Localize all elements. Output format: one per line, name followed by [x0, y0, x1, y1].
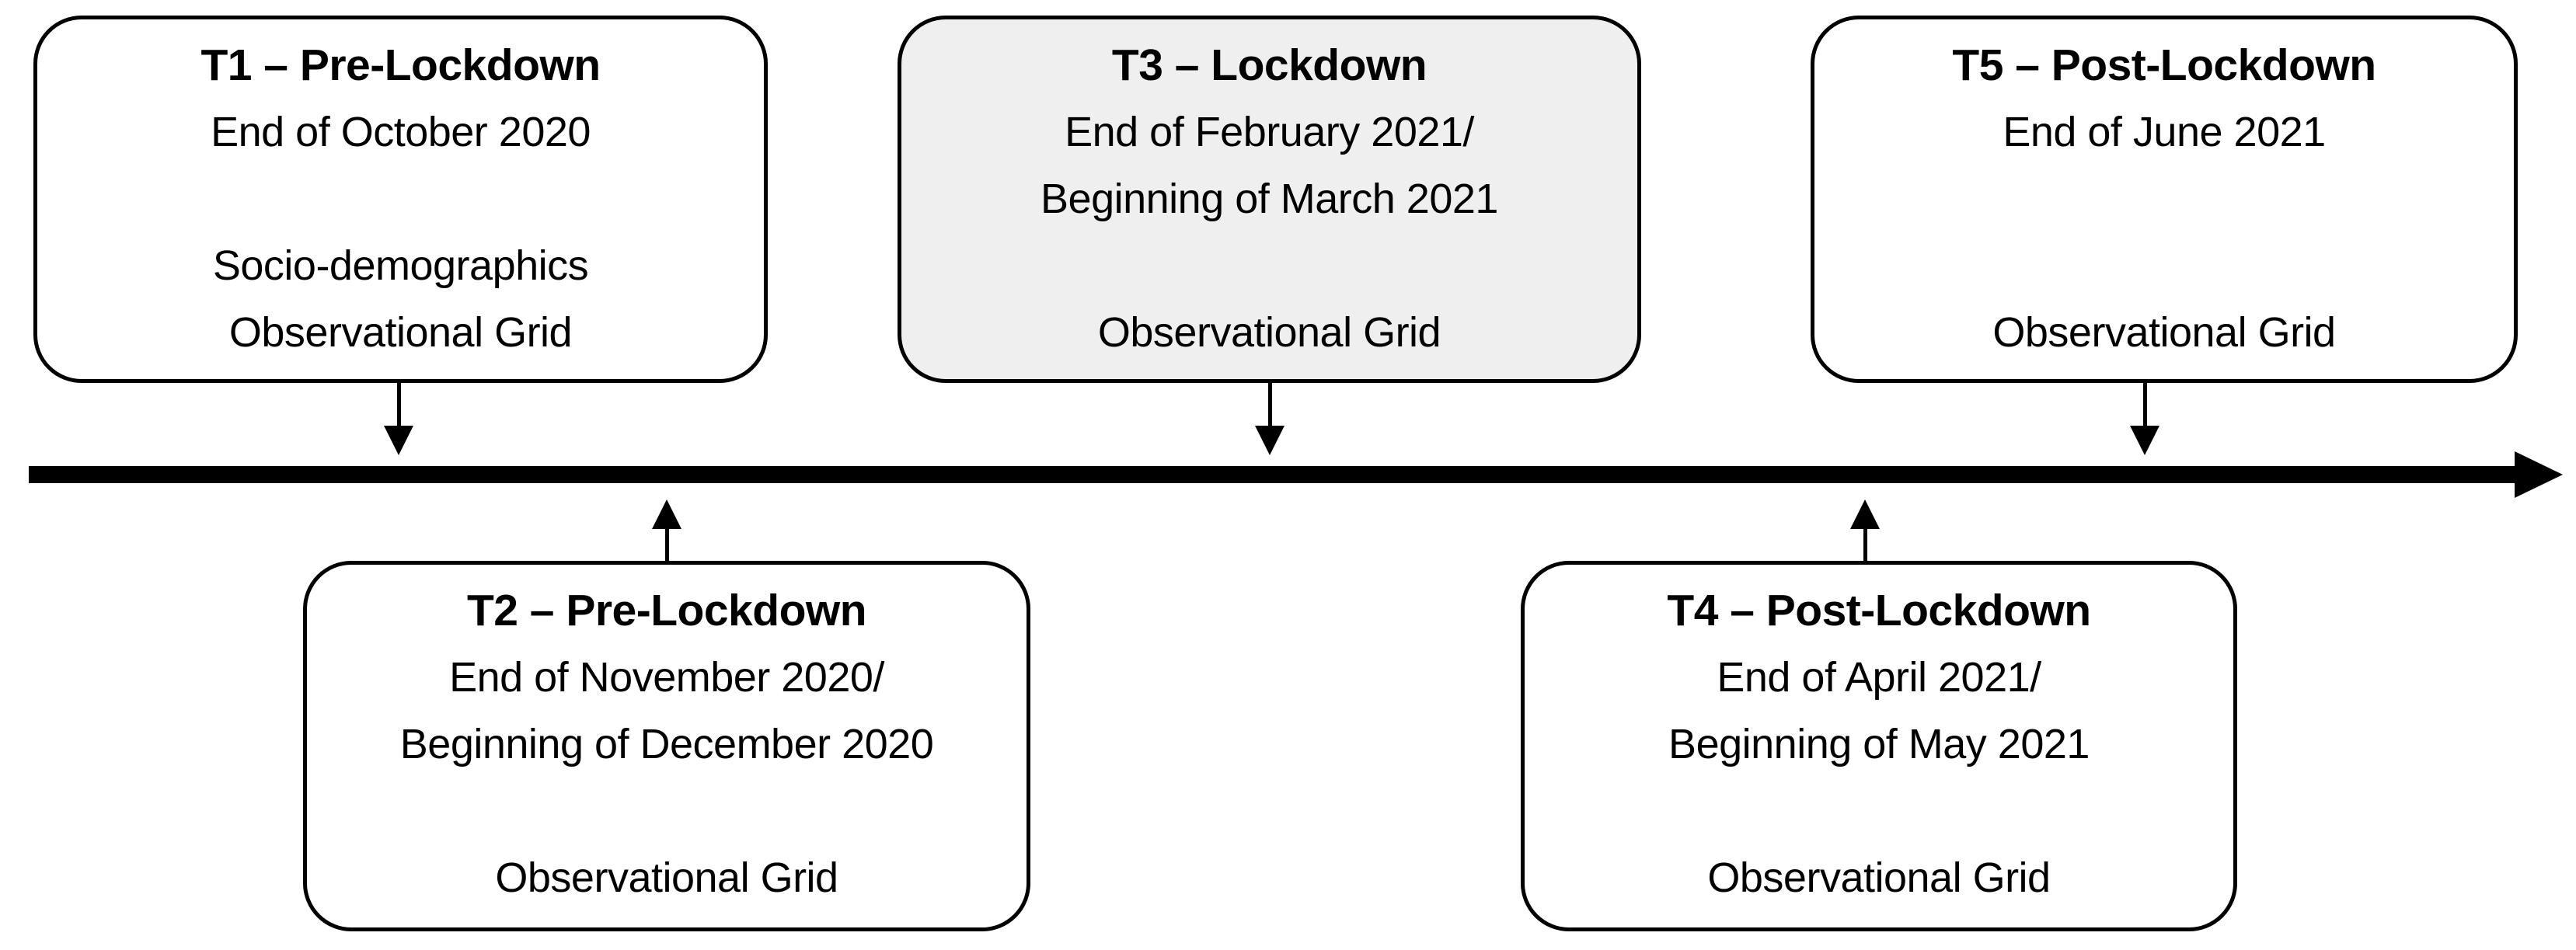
- box-line: Observational Grid: [228, 309, 573, 356]
- box-line: [1525, 778, 2233, 844]
- box-line: Observational Grid: [1097, 309, 1441, 356]
- timeline-arrowhead-icon: [2515, 451, 2563, 498]
- box-line: [307, 778, 1027, 844]
- box-line: End of October 2020: [211, 109, 591, 155]
- box-line: [1814, 232, 2514, 299]
- connector-stem: [2143, 382, 2147, 426]
- box-title: T2 – Pre-Lockdown: [466, 586, 867, 635]
- down-arrowhead-icon: [2130, 426, 2159, 455]
- connector-stem: [1268, 382, 1272, 426]
- box-line: Observational Grid: [1707, 854, 2051, 901]
- timeline-box-t4: T4 – Post-Lockdown End of April 2021/ Be…: [1521, 561, 2237, 931]
- connector-stem: [397, 382, 401, 426]
- box-line: [37, 165, 764, 232]
- box-line: Observational Grid: [495, 854, 838, 901]
- connector-stem: [1863, 529, 1867, 561]
- timeline-box-t5: T5 – Post-Lockdown End of June 2021 Obse…: [1811, 16, 2518, 383]
- timeline-bar: [29, 466, 2516, 483]
- box-title: T3 – Lockdown: [1111, 40, 1427, 90]
- box-title: T4 – Post-Lockdown: [1667, 586, 2091, 635]
- up-arrowhead-icon: [652, 499, 681, 529]
- down-arrowhead-icon: [1255, 426, 1285, 455]
- down-arrowhead-icon: [384, 426, 413, 455]
- box-line: Beginning of December 2020: [399, 721, 934, 767]
- connector-stem: [665, 529, 669, 561]
- box-line: Beginning of March 2021: [1041, 176, 1498, 222]
- box-line: End of February 2021/: [1065, 109, 1474, 155]
- box-line: [901, 232, 1637, 299]
- box-line: End of April 2021/: [1717, 654, 2041, 701]
- timeline-box-t1: T1 – Pre-Lockdown End of October 2020 So…: [33, 16, 768, 383]
- box-line: Observational Grid: [1992, 309, 2336, 356]
- box-line: End of June 2021: [2003, 109, 2326, 155]
- box-title: T1 – Pre-Lockdown: [200, 40, 601, 90]
- up-arrowhead-icon: [1850, 499, 1880, 529]
- box-line: Socio-demographics: [212, 242, 589, 289]
- box-line: [1814, 165, 2514, 232]
- box-line: End of November 2020/: [449, 654, 884, 701]
- timeline-box-t3: T3 – Lockdown End of February 2021/ Begi…: [898, 16, 1641, 383]
- box-line: Beginning of May 2021: [1668, 721, 2090, 767]
- timeline-box-t2: T2 – Pre-Lockdown End of November 2020/ …: [303, 561, 1030, 931]
- box-title: T5 – Post-Lockdown: [1952, 40, 2376, 90]
